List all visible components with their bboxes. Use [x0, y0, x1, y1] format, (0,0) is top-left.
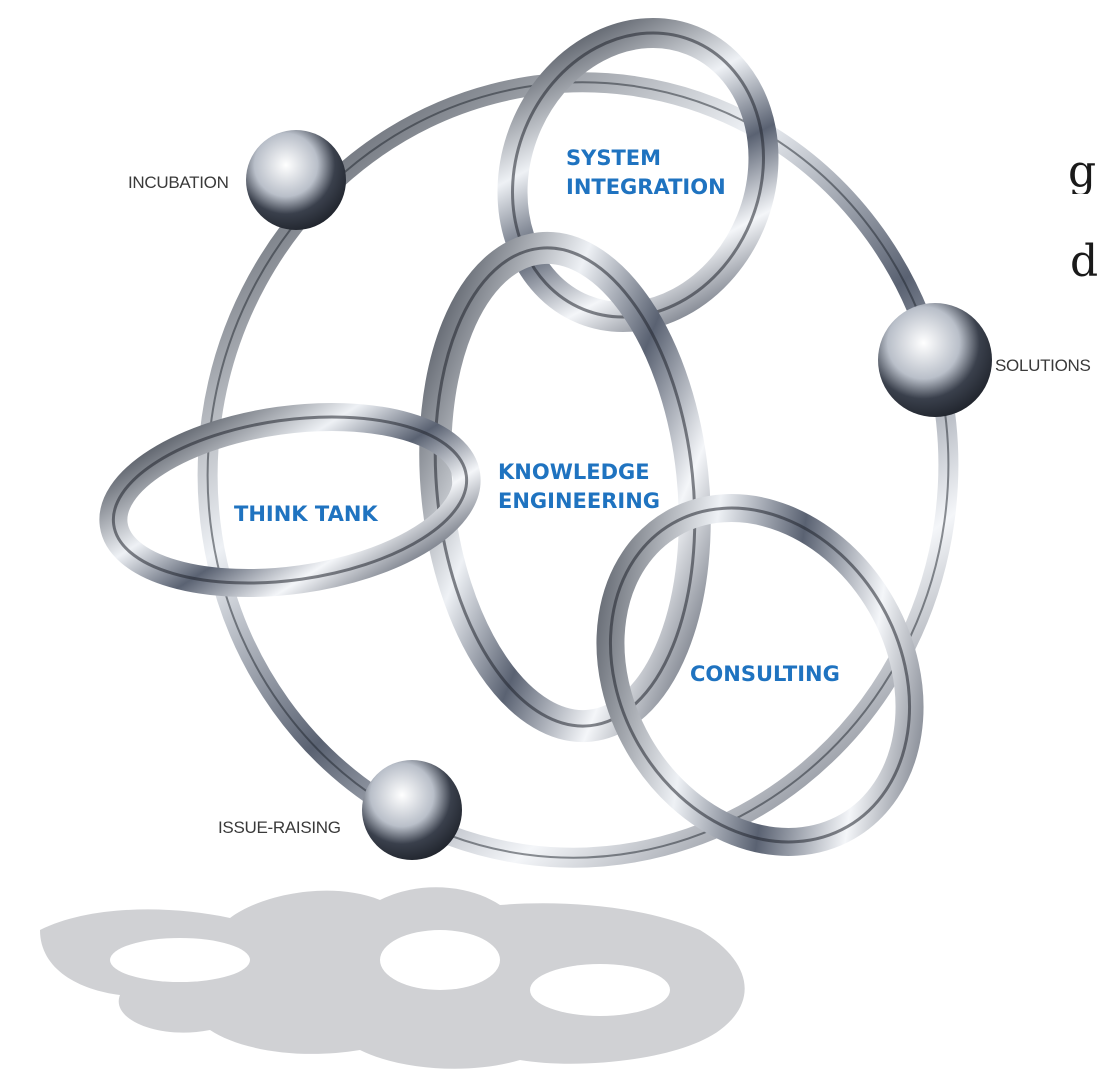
solutions-ball: [878, 303, 992, 417]
system-integration-line-1: SYSTEM: [566, 146, 662, 170]
solutions-label: SOLUTIONS: [995, 356, 1091, 375]
cropped-text-g: g: [1068, 150, 1097, 194]
floor-shadow-holes: [110, 930, 670, 1016]
think-tank-label: THINK TANK: [234, 502, 378, 526]
system-integration-label: SYSTEM INTEGRATION: [566, 144, 726, 202]
incubation-label: INCUBATION: [128, 173, 229, 192]
incubation-ball: [246, 130, 346, 230]
knowledge-engineering-label: KNOWLEDGE ENGINEERING: [498, 458, 660, 516]
knowledge-engineering-line-2: ENGINEERING: [498, 489, 661, 513]
consulting-label: CONSULTING: [690, 662, 840, 686]
cropped-text-d: d: [1070, 240, 1099, 284]
issue-raising-label: ISSUE-RAISING: [218, 818, 341, 837]
issue-raising-ball: [362, 760, 462, 860]
system-integration-line-2: INTEGRATION: [566, 175, 726, 199]
knowledge-engineering-line-1: KNOWLEDGE: [498, 460, 650, 484]
